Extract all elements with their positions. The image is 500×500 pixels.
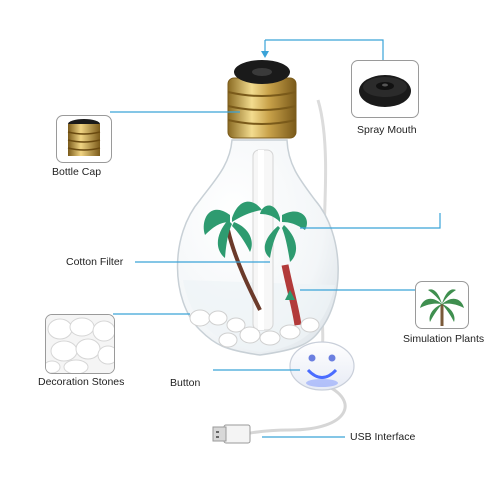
usb-interface-label: USB Interface	[350, 431, 416, 443]
smiley-button	[289, 341, 355, 391]
plant-fronds	[203, 201, 308, 262]
stones-inside	[189, 309, 320, 348]
usb-plug	[212, 424, 251, 444]
usb-cable	[244, 383, 347, 436]
simulation-plants-thumbnail	[415, 281, 469, 329]
button-label: Button	[170, 377, 201, 389]
simulation-plants-label: Simulation Plants	[403, 333, 485, 345]
bottle-cap-thumbnail	[56, 115, 112, 163]
decoration-stones-label: Decoration Stones	[38, 376, 125, 388]
cotton-filter-label: Cotton Filter	[66, 256, 124, 268]
bottle-cap-label: Bottle Cap	[52, 166, 102, 178]
decoration-stones-thumbnail	[45, 314, 115, 374]
spray-mouth-label: Spray Mouth	[357, 124, 417, 136]
spray-mouth-thumbnail	[351, 60, 419, 118]
gold-cap	[227, 60, 297, 139]
